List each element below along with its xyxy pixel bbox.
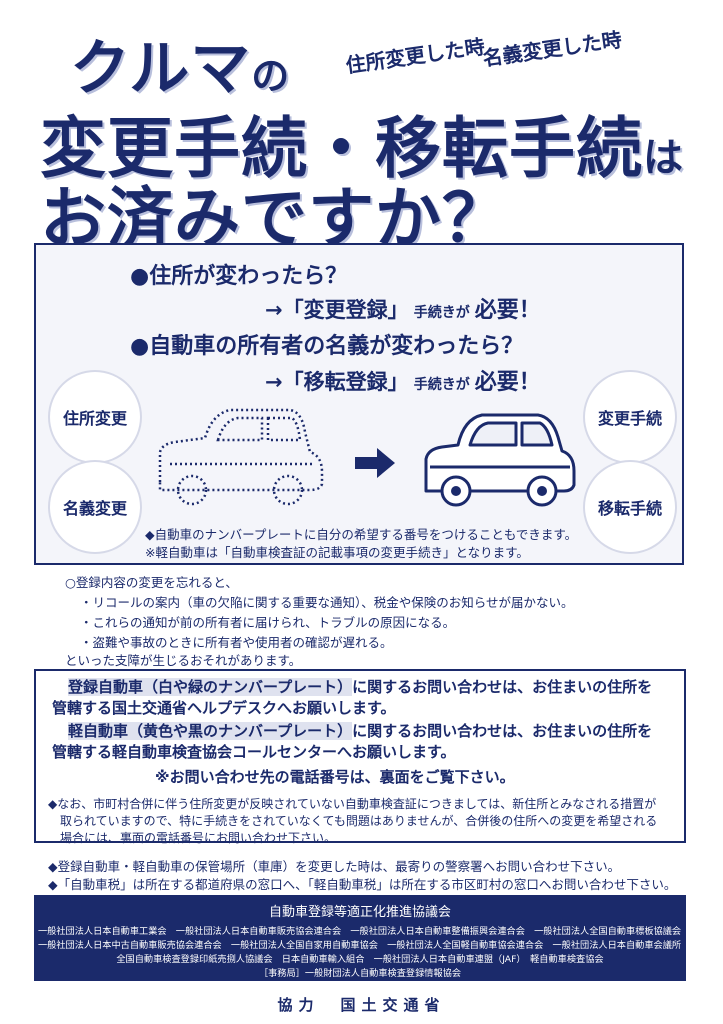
inquiry-phone-note: ※お問い合わせ先の電話番号は、裏面をご覧下さい。 [155,768,515,786]
title-line1: クルマの [70,20,290,107]
council-banner: 自動車登録等適正化推進協議会 一般社団法人日本自動車工業会 一般社団法人日本自動… [34,895,686,981]
subtitle-address-change: 住所変更した時 [344,34,487,78]
circle-address-change: 住所変更 [50,372,140,462]
answer-address-must: 必要！ [474,298,541,323]
merger-note-line1: ◆なお、市町村合併に伴う住所変更が反映されていない自動車検査証につきましては、新… [48,797,657,811]
arrow-right-icon [355,448,395,478]
merger-note-line3: 場合には、裏面の電話番号にお問い合わせ下さい。 [60,831,337,845]
answer-address-lead: →「変更登録」 [265,298,409,322]
circle-transfer-procedure: 移転手続 [585,462,675,552]
council-title: 自動車登録等適正化推進協議会 [268,905,451,920]
warning-lead: ○登録内容の変更を忘れると、 [65,575,238,590]
council-secretariat: ［事務局］一般財団法人自動車検査登録情報協会 [258,968,462,979]
inquiry-kei-line2: 管轄する軽自動車検査協会コールセンターへお願いします。 [52,743,456,761]
circle-name-change: 名義変更 [50,462,140,552]
question-owner: ●自動車の所有者の名義が変わったら？ [130,334,524,359]
title-line2-suffix: は [643,135,684,181]
merger-note-line2: 取られていますので、特に手続きをされていなくても問題はありませんが、合併後の住所… [60,814,658,828]
inquiry-box [34,669,686,843]
inquiry-kei-highlight: 軽自動車（黄色や黒のナンバープレート） [68,722,353,740]
warning-item: ・リコールの案内（車の欠陥に関する重要な通知）、税金や保険のお知らせが届かない。 [80,595,574,610]
answer-owner-mid: 手続きが [413,377,470,393]
inquiry-registered-line2: 管轄する国土交通省ヘルプデスクへお願いします。 [52,699,396,717]
council-members-line1: 一般社団法人日本自動車工業会 一般社団法人日本自動車販売協会連合会 一般社団法人… [38,926,682,937]
warning-item: ・これらの通知が前の所有者に届けられ、トラブルの原因になる。 [80,615,456,630]
question-address: ●住所が変わったら？ [130,264,348,289]
title-line2-main: 変更手続・移転手続 [40,110,643,187]
footnote-garage: ◆登録自動車・軽自動車の保管場所（車庫）を変更した時は、最寄りの警察署へお問い合… [48,859,621,874]
car-dotted-icon [158,408,324,506]
inquiry-registered-line1: 登録自動車（白や緑のナンバープレート）に関するお問い合わせは、お住まいの住所を [68,676,652,697]
note-number-plate: ◆自動車のナンバープレートに自分の希望する番号をつけることもできます。 [145,527,578,542]
answer-owner-lead: →「移転登録」 [265,370,409,394]
warning-tail: といった支障が生じるおそれがあります。 [65,653,302,668]
footnote-tax: ◆「自動車税」は所在する都道府県の窓口へ、「軽自動車税」は所在する市区町村の窓口… [48,877,677,892]
warning-item: ・盗難や事故のときに所有者や使用者の確認が遅れる。 [80,635,393,650]
subtitle-name-change: 名義変更した時 [481,27,624,71]
answer-address: →「変更登録」 手続きが 必要！ [265,292,541,324]
note-kei-car: ※軽自動車は「自動車検査証の記載事項の変更手続き」となります。 [145,545,529,560]
inquiry-registered-highlight: 登録自動車（白や緑のナンバープレート） [68,678,353,696]
title-line1-main: クルマ [70,34,252,104]
answer-owner: →「移転登録」 手続きが 必要！ [265,364,541,396]
title-line1-suffix: の [251,54,291,98]
cooperation-credit: 協力 国土交通省 [277,996,446,1014]
answer-owner-must: 必要！ [474,370,541,395]
answer-address-mid: 手続きが [413,305,470,321]
car-solid-icon [424,413,576,507]
council-members-line2: 一般社団法人日本中古自動車販売協会連合会 一般社団法人全国自家用自動車協会 一般… [38,940,682,951]
circle-change-procedure: 変更手続 [585,372,675,462]
procedure-box [34,243,684,565]
council-members-line3: 全国自動車検査登録印紙売捌人協議会 日本自動車輸入組合 一般社団法人日本自動車連… [116,954,604,965]
title-line2: 変更手続・移転手続は [40,95,684,191]
inquiry-kei-line1: 軽自動車（黄色や黒のナンバープレート）に関するお問い合わせは、お住まいの住所を [68,720,652,741]
inquiry-kei-rest: に関するお問い合わせは、お住まいの住所を [352,722,653,740]
inquiry-registered-rest: に関するお問い合わせは、お住まいの住所を [352,678,653,696]
